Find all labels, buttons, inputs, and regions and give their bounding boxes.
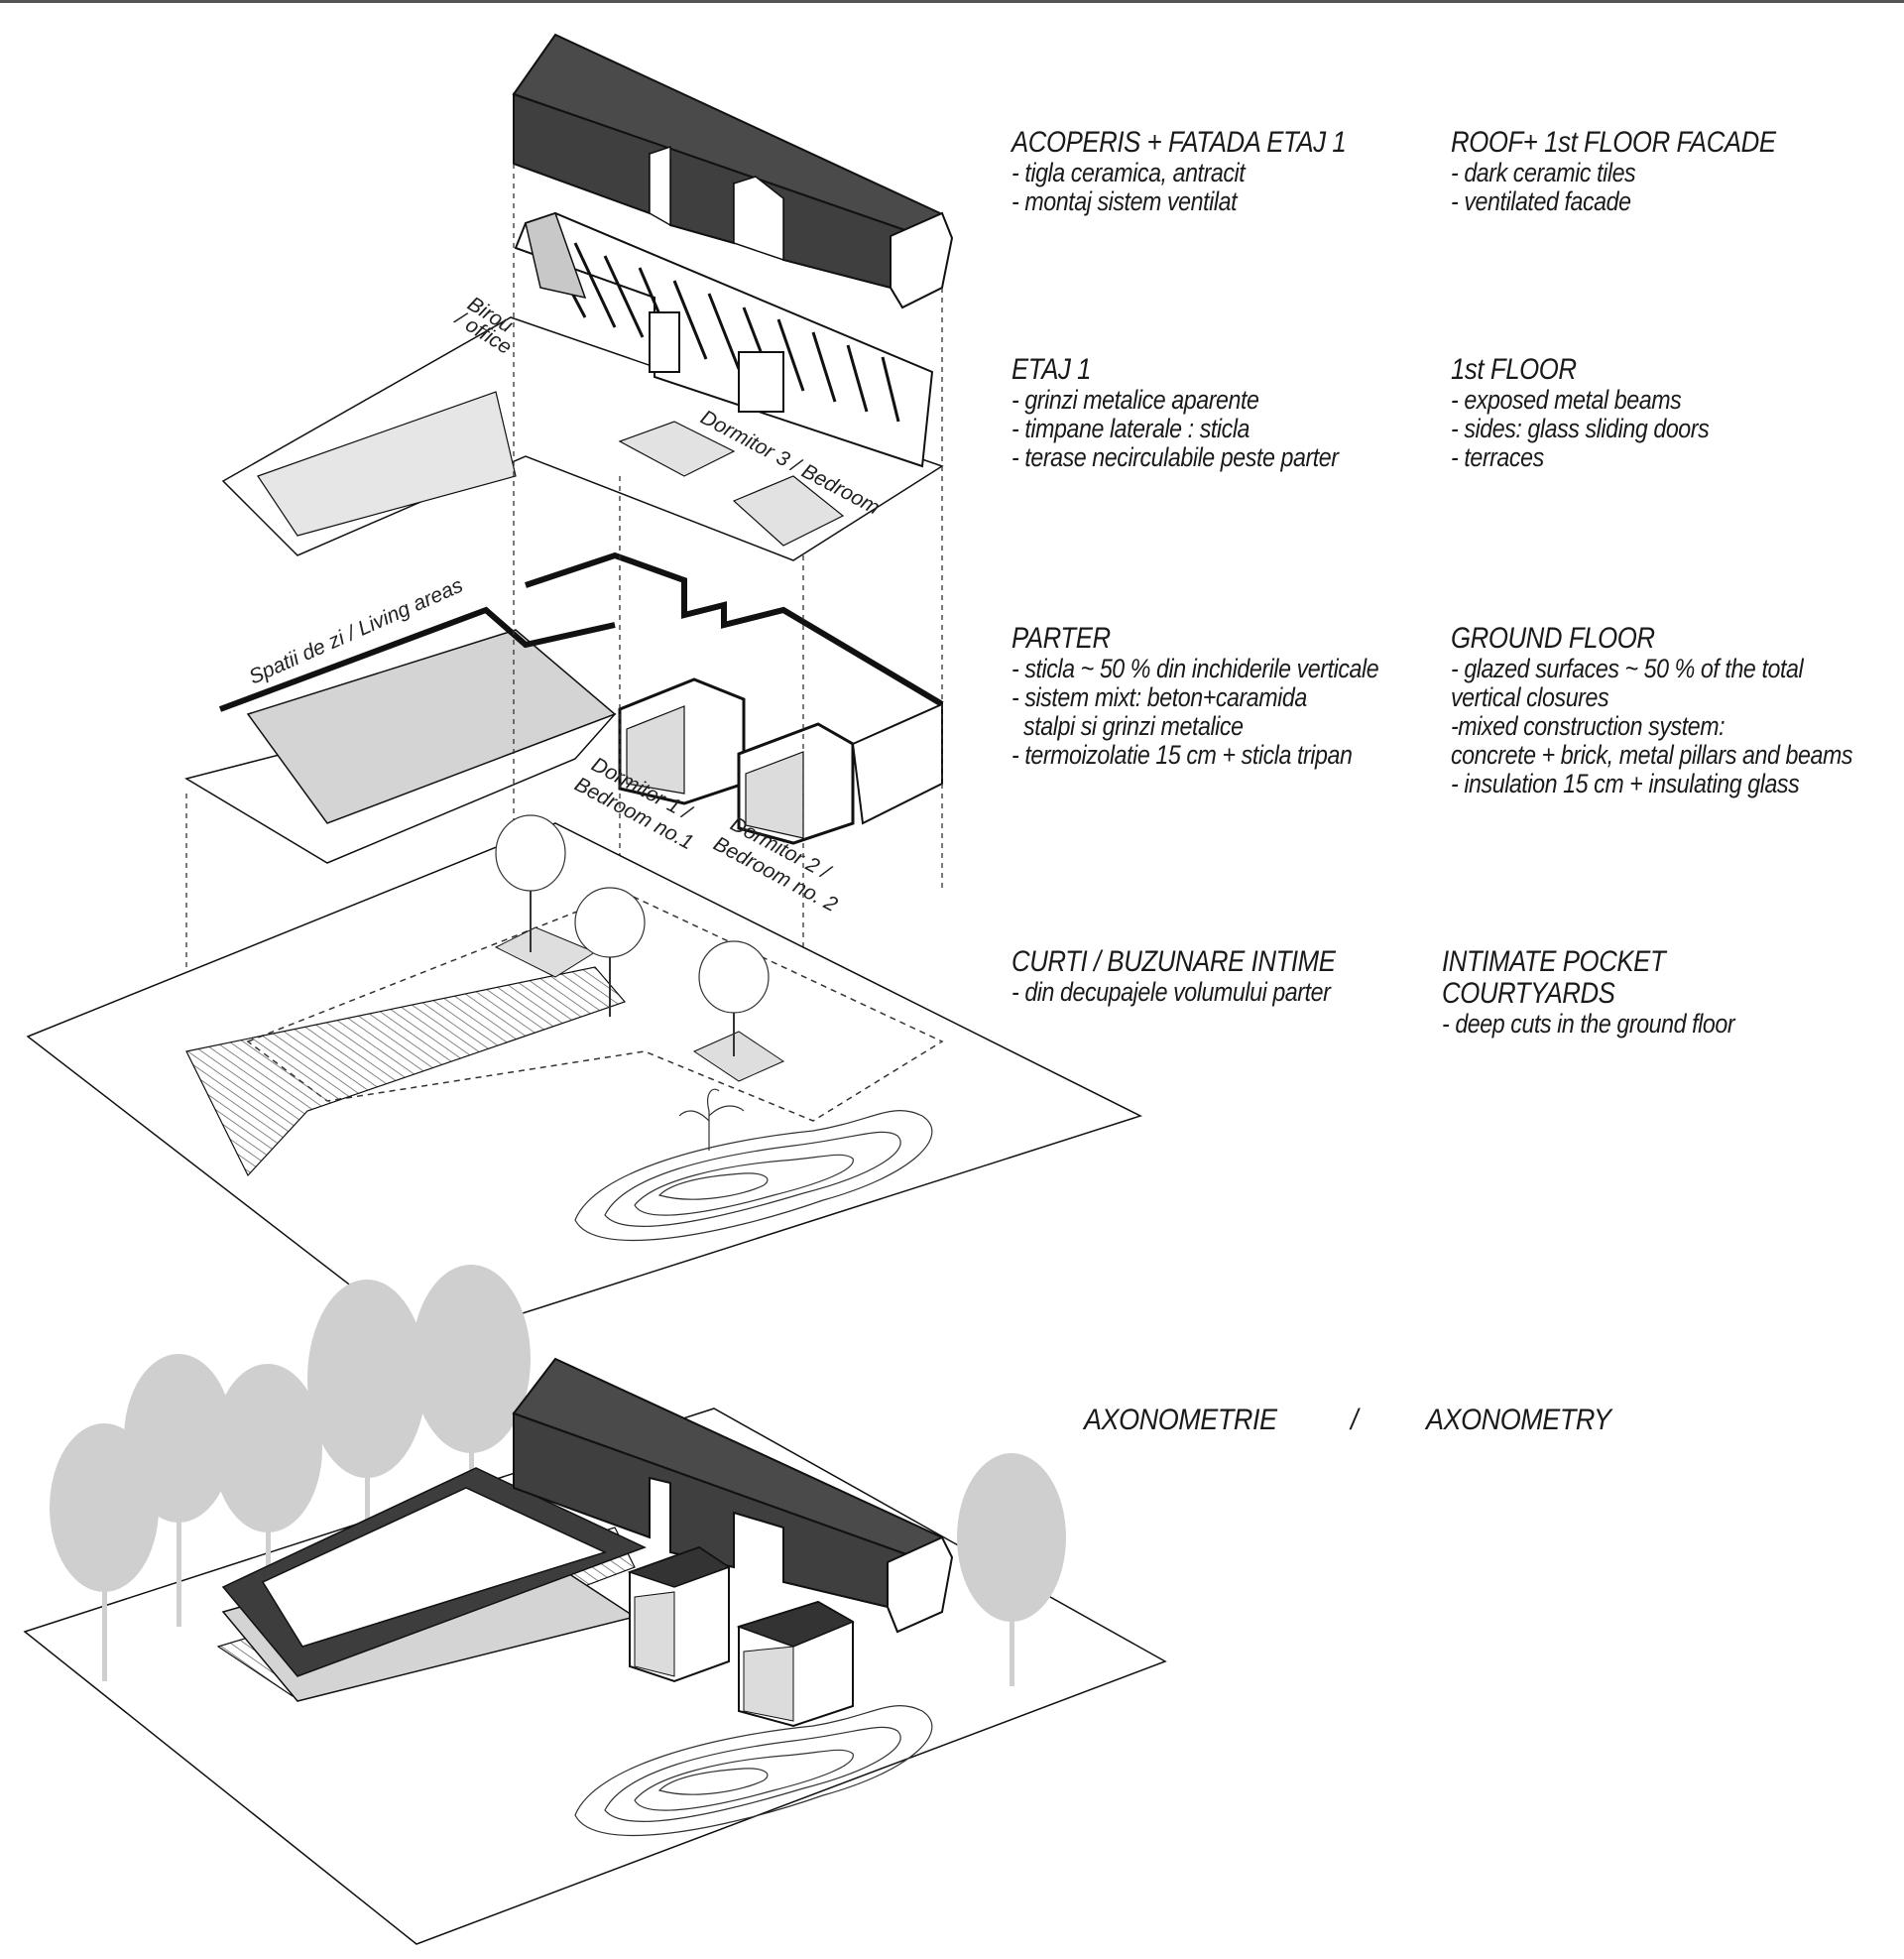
courtyard-tree-3 <box>698 940 770 1056</box>
legend-line: - sides: glass sliding doors <box>1451 414 1710 443</box>
final-bedroom-2-top <box>736 1601 855 1648</box>
bedroom-1-glass <box>626 705 685 795</box>
deck-strip <box>185 966 627 1177</box>
legend-line: - deep cuts in the ground floor <box>1442 1009 1735 1039</box>
legend-line: stalpi si grinzi metalice <box>1012 711 1244 741</box>
legend-line: - montaj sistem ventilat <box>1012 186 1238 216</box>
legend-roof-en-title: ROOF+ 1st FLOOR FACADE <box>1451 126 1776 159</box>
legend-court-en-title: INTIMATE POCKET COURTYARDS <box>1442 945 1666 1010</box>
site-layer <box>26 814 1142 1345</box>
east-wing <box>851 702 943 825</box>
living-glass-wall <box>246 629 617 824</box>
first-floor-dormer-box-2 <box>738 351 784 413</box>
living-walls <box>218 606 616 712</box>
courtyard-2 <box>692 1031 785 1082</box>
legend-roof-en: ROOF+ 1st FLOOR FACADE - dark ceramic ti… <box>1451 127 1776 216</box>
dormer-opening-2 <box>733 176 784 262</box>
final-bedroom-2-glass <box>743 1646 794 1722</box>
dormer-opening-1 <box>649 145 671 227</box>
final-contour-mound <box>574 1705 933 1837</box>
legend-line: - sticla ~ 50 % din inchiderile vertical… <box>1012 654 1379 683</box>
first-floor-glass-gable <box>525 212 587 300</box>
legend-line: concrete + brick, metal pillars and beam… <box>1451 740 1853 770</box>
legend-court-ro: CURTI / BUZUNARE INTIME - din decupajele… <box>1012 945 1336 1007</box>
legend-ground-en-title: GROUND FLOOR <box>1451 622 1655 655</box>
legend-roof-ro: ACOPERIS + FATADA ETAJ 1 - tigla ceramic… <box>1012 126 1347 216</box>
palm-plant <box>678 1088 745 1151</box>
legend-roof-ro-title: ACOPERIS + FATADA ETAJ 1 <box>1012 126 1347 159</box>
legend-court-ro-title: CURTI / BUZUNARE INTIME <box>1012 945 1336 978</box>
legend-line: - insulation 15 cm + insulating glass <box>1451 769 1800 798</box>
legend-line: - termoizolatie 15 cm + sticla tripan <box>1012 740 1353 770</box>
legend-line: vertical closures <box>1451 682 1609 712</box>
legend-court-en: INTIMATE POCKET COURTYARDS - deep cuts i… <box>1442 946 1840 1039</box>
legend-ground-ro: PARTER - sticla ~ 50 % din inchiderile v… <box>1012 622 1379 770</box>
final-gable-end <box>887 1535 954 1634</box>
site-plane <box>26 822 1142 1345</box>
caption-ro: AXONOMETRIE <box>1084 1404 1277 1436</box>
office-terrace <box>257 391 517 537</box>
legend-line: - din decupajele volumului parter <box>1012 977 1331 1007</box>
legend-floor1-en-title: 1st FLOOR <box>1451 353 1577 386</box>
final-bedroom-1-top <box>627 1546 731 1588</box>
legend-line: - grinzi metalice aparente <box>1012 385 1259 415</box>
legend-line: - tigla ceramica, antracit <box>1012 158 1246 187</box>
legend-line: - terraces <box>1451 442 1544 472</box>
legend-line: - ventilated facade <box>1451 186 1631 216</box>
roof-layer <box>512 33 954 309</box>
legend-ground-ro-title: PARTER <box>1012 622 1111 655</box>
terrace-2 <box>732 475 845 547</box>
legend-line: - timpane laterale : sticla <box>1012 414 1250 443</box>
legend-floor1-ro: ETAJ 1 - grinzi metalice aparente - timp… <box>1012 354 1339 472</box>
caption-separator: / <box>1351 1404 1359 1436</box>
first-floor-layer: Birou / office Dormitor 3 / Bedroom <box>221 211 944 561</box>
legend-floor1-ro-title: ETAJ 1 <box>1012 353 1092 386</box>
legend-line: - dark ceramic tiles <box>1451 158 1636 187</box>
legend-line: -mixed construction system: <box>1451 711 1726 741</box>
legend-line: - glazed surfaces ~ 50 % of the total <box>1451 654 1804 683</box>
legend-line: - sistem mixt: beton+caramida <box>1012 682 1307 712</box>
terrace-1 <box>618 421 736 477</box>
legend-floor1-en: 1st FLOOR - exposed metal beams - sides:… <box>1451 353 1710 472</box>
legend-line: - terase necirculabile peste parter <box>1012 442 1339 472</box>
courtyard-tree-1 <box>495 814 566 952</box>
legend-line: - exposed metal beams <box>1451 385 1682 415</box>
background-trees <box>50 1265 1066 1686</box>
top-border <box>0 0 1904 3</box>
final-bedroom-1-glass <box>634 1591 675 1677</box>
contour-mound <box>574 1110 933 1242</box>
final-living-roof-inner <box>261 1487 608 1648</box>
first-floor-dormer-box-1 <box>649 311 680 373</box>
core-walls <box>525 551 944 707</box>
courtyard-tree-2 <box>574 887 646 1017</box>
caption-en: AXONOMETRY <box>1426 1404 1611 1436</box>
legend-ground-en: GROUND FLOOR - glazed surfaces ~ 50 % of… <box>1451 623 1852 798</box>
final-axonometry <box>23 1265 1167 1945</box>
